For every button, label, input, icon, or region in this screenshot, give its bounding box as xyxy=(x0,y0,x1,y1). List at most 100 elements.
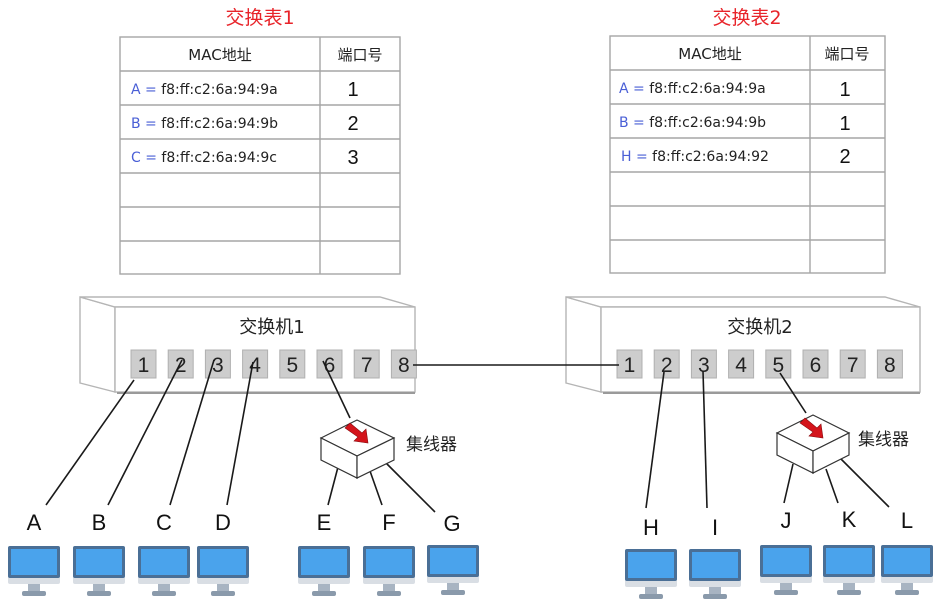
cable-e xyxy=(327,466,339,506)
host-d: D xyxy=(197,510,249,596)
table-title: 交换表1 xyxy=(225,7,294,29)
port-label: 1 xyxy=(624,354,636,377)
header-port: 端口号 xyxy=(337,46,382,64)
switch-name: 交换机1 xyxy=(239,317,304,338)
monitor-icon xyxy=(8,546,60,596)
switch-port: 4 xyxy=(728,349,755,379)
port-label: 7 xyxy=(361,354,373,377)
switch-port: 7 xyxy=(353,349,380,379)
cable-d xyxy=(226,361,254,506)
cable-f xyxy=(369,470,383,506)
table-row: C = f8:ff:c2:6a:94:9c 3 xyxy=(131,147,359,169)
monitor-icon xyxy=(427,545,479,595)
port-label: 5 xyxy=(772,354,784,377)
host-l: L xyxy=(881,508,933,595)
port-label: 1 xyxy=(138,354,150,377)
port-label: 6 xyxy=(324,354,336,377)
monitor-icon xyxy=(363,546,415,596)
monitor-icon xyxy=(823,545,875,595)
cable-g xyxy=(385,462,436,513)
table-row: H = f8:ff:c2:6a:94:92 2 xyxy=(621,146,851,168)
host-label: C xyxy=(131,150,141,166)
port-label: 2 xyxy=(175,354,187,377)
cable-c xyxy=(169,359,215,506)
port-label: 2 xyxy=(661,354,673,377)
host-label: E xyxy=(317,510,332,535)
host-label: A xyxy=(131,82,141,98)
switch-1: 交换机1 1 2 3 4 5 6 7 8 xyxy=(79,296,417,394)
switch-port: 4 xyxy=(242,349,269,379)
cable-hub2-uplink xyxy=(779,372,807,414)
hub-label: 集线器 xyxy=(858,430,909,450)
table-row: A = f8:ff:c2:6a:94:9a 1 xyxy=(619,79,851,101)
host-e: E xyxy=(298,510,350,596)
cable-k xyxy=(825,468,839,504)
host-i: I xyxy=(689,515,741,599)
host-label: H xyxy=(643,515,659,540)
mac-address: f8:ff:c2:6a:94:92 xyxy=(652,149,769,165)
port-label: 6 xyxy=(810,354,822,377)
hub-2: 集线器 xyxy=(775,414,909,474)
mac-address: f8:ff:c2:6a:94:9a xyxy=(649,81,765,97)
monitor-icon xyxy=(197,546,249,596)
cable-l xyxy=(840,458,890,508)
svg-text:A = f8:ff:c2:6a:94:9a: A = f8:ff:c2:6a:94:9a xyxy=(131,82,278,98)
cable-b xyxy=(107,359,183,506)
mac-address: f8:ff:c2:6a:94:9a xyxy=(161,82,277,98)
host-k: K xyxy=(823,507,875,595)
switch-port: 8 xyxy=(876,349,903,379)
arrow-icon xyxy=(799,417,824,439)
port-label: 3 xyxy=(212,354,224,377)
switch-port: 1 xyxy=(616,349,643,379)
hub-1: 集线器 xyxy=(319,419,457,479)
switch-table-1: 交换表1 MAC地址 端口号 A = f8:ff:c2:6a:94:9a 1 B… xyxy=(119,7,401,275)
host-label: D xyxy=(215,510,231,535)
svg-text:C = f8:ff:c2:6a:94:9c: C = f8:ff:c2:6a:94:9c xyxy=(131,150,277,166)
cables xyxy=(45,359,890,513)
mac-address: f8:ff:c2:6a:94:9b xyxy=(649,115,766,131)
switch-port: 6 xyxy=(802,349,829,379)
monitor-icon xyxy=(73,546,125,596)
switch-port: 5 xyxy=(765,349,792,379)
host-label: B xyxy=(619,115,629,131)
port-label: 5 xyxy=(286,354,298,377)
port-number: 1 xyxy=(839,79,850,101)
monitor-icon xyxy=(760,545,812,595)
port-number: 1 xyxy=(839,113,850,135)
table-title: 交换表2 xyxy=(712,7,781,29)
monitor-icon xyxy=(881,545,933,595)
cable-j xyxy=(783,463,794,504)
switch-name: 交换机2 xyxy=(727,317,792,338)
port-label: 7 xyxy=(847,354,859,377)
port-label: 8 xyxy=(398,354,410,377)
monitor-icon xyxy=(298,546,350,596)
switch-port: 8 xyxy=(390,349,417,379)
host-label: K xyxy=(842,507,857,532)
arrow-icon xyxy=(344,422,369,444)
host-label: C xyxy=(156,510,172,535)
host-label: J xyxy=(781,508,792,533)
table-grid xyxy=(609,35,886,274)
port-label: 8 xyxy=(884,354,896,377)
host-label: A xyxy=(619,81,629,97)
switch-port: 3 xyxy=(204,349,231,379)
header-mac: MAC地址 xyxy=(188,46,251,64)
table-row: A = f8:ff:c2:6a:94:9a 1 xyxy=(131,79,359,101)
host-j: J xyxy=(760,508,812,595)
port-label: 4 xyxy=(249,354,261,377)
switch-port: 2 xyxy=(167,349,194,379)
port-number: 2 xyxy=(839,146,850,168)
host-h: H xyxy=(625,515,677,599)
host-g: G xyxy=(427,511,479,595)
switch-table-2: 交换表2 MAC地址 端口号 A = f8:ff:c2:6a:94:9a 1 B… xyxy=(609,7,886,274)
table-grid xyxy=(119,36,401,275)
switch-port: 2 xyxy=(653,349,680,379)
port-label: 4 xyxy=(735,354,747,377)
hub-label: 集线器 xyxy=(406,435,457,455)
switch-port: 5 xyxy=(279,349,306,379)
host-label: G xyxy=(443,511,460,536)
header-port: 端口号 xyxy=(824,45,869,63)
